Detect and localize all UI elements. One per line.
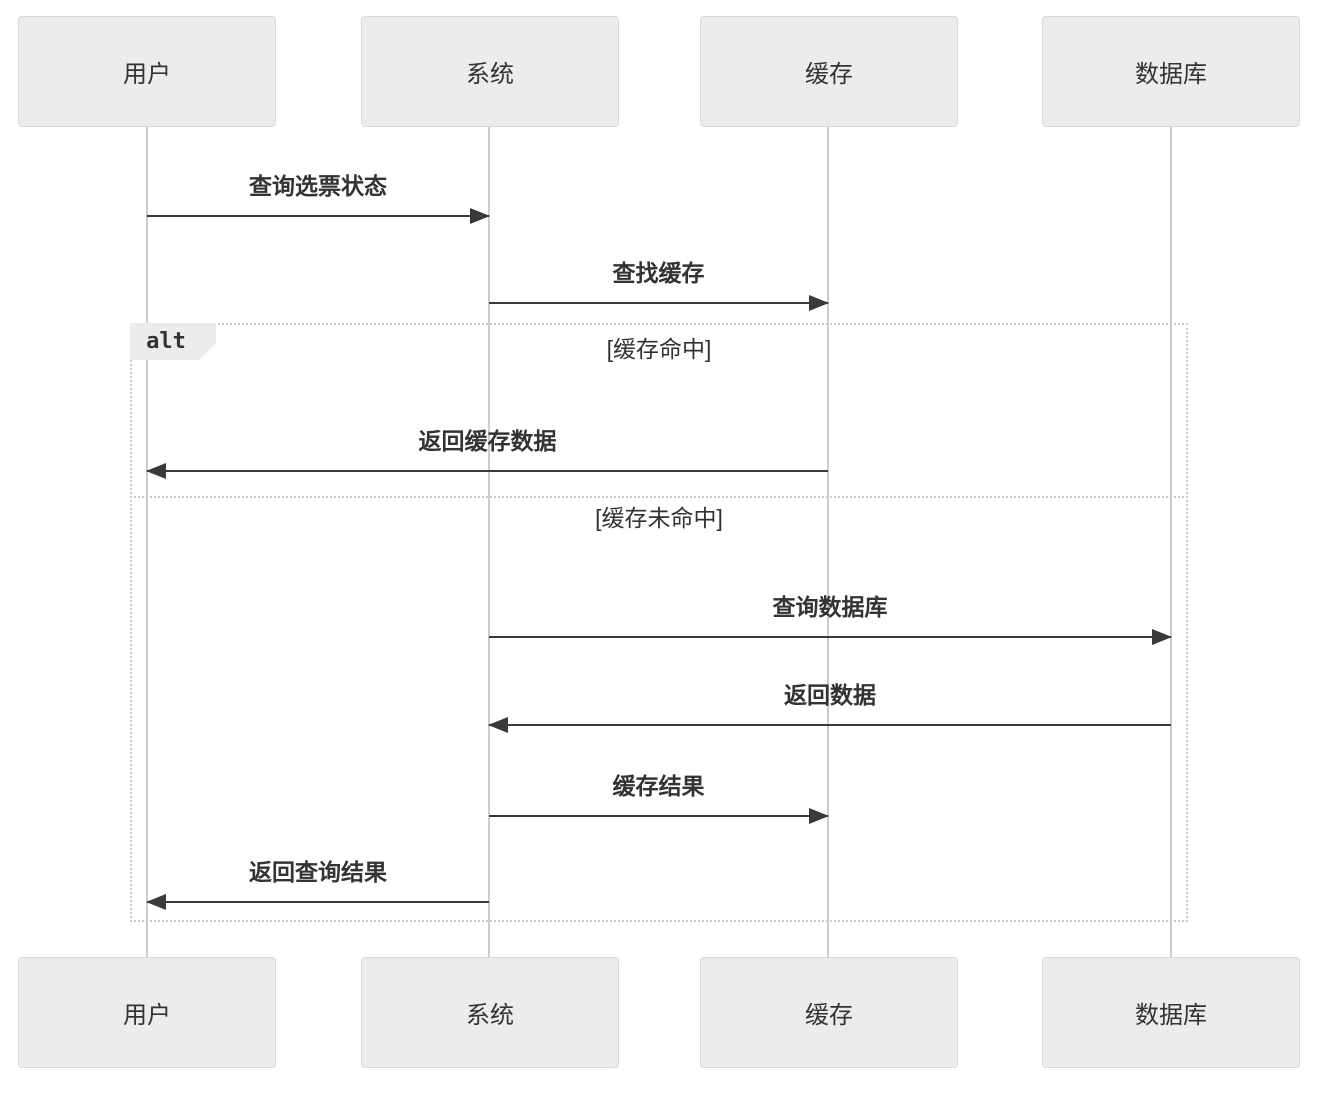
message-line [488, 717, 1171, 733]
arrowhead-right-icon [470, 208, 490, 224]
arrowhead-right-icon [809, 295, 829, 311]
actor-bottom-cache: 缓存 [700, 957, 958, 1068]
message-line [489, 629, 1172, 645]
message-label: 返回查询结果 [249, 859, 387, 885]
message-return-data: 返回数据 [488, 680, 1171, 733]
arrowhead-right-icon [1152, 629, 1172, 645]
actor-top-database: 数据库 [1042, 16, 1300, 127]
guard-cache-miss: [缓存未命中] [130, 503, 1188, 533]
alt-frame [130, 323, 1188, 922]
message-lookup-cache: 查找缓存 [489, 258, 829, 311]
guard-text: [缓存命中] [606, 336, 712, 362]
arrowhead-right-icon [809, 808, 829, 824]
guard-text: [缓存未命中] [595, 505, 723, 531]
actor-label: 缓存 [805, 1002, 853, 1029]
arrowhead-left-icon [146, 894, 166, 910]
message-return-cached-data: 返回缓存数据 [146, 426, 828, 479]
actor-label: 系统 [466, 61, 514, 88]
alt-operator-label: alt [130, 323, 216, 360]
arrowhead-left-icon [146, 463, 166, 479]
message-query-vote-status: 查询选票状态 [147, 171, 490, 224]
message-label: 查询数据库 [772, 594, 888, 620]
message-query-database: 查询数据库 [489, 592, 1172, 645]
actor-top-cache: 缓存 [700, 16, 958, 127]
message-label: 返回数据 [784, 682, 876, 708]
actor-bottom-database: 数据库 [1042, 957, 1300, 1068]
message-cache-result: 缓存结果 [489, 771, 829, 824]
message-line [146, 894, 489, 910]
message-label: 查询选票状态 [249, 173, 387, 199]
actor-label: 用户 [123, 1002, 171, 1029]
actor-label: 系统 [466, 1002, 514, 1029]
message-label: 查找缓存 [612, 260, 705, 286]
message-line [147, 208, 490, 224]
actor-bottom-user: 用户 [18, 957, 276, 1068]
message-label: 返回缓存数据 [418, 428, 557, 454]
actor-label: 数据库 [1135, 1002, 1207, 1029]
message-line [489, 808, 829, 824]
message-return-query-result: 返回查询结果 [146, 857, 489, 910]
actor-bottom-system: 系统 [361, 957, 619, 1068]
lifeline-user [146, 127, 148, 957]
arrowhead-left-icon [488, 717, 508, 733]
message-label: 缓存结果 [612, 773, 705, 799]
actor-top-user: 用户 [18, 16, 276, 127]
alt-operator-text: alt [146, 329, 186, 354]
alt-divider [130, 496, 1188, 498]
message-line [489, 295, 829, 311]
message-line [146, 463, 828, 479]
actor-label: 用户 [123, 61, 171, 88]
actor-top-system: 系统 [361, 16, 619, 127]
lifeline-cache [827, 127, 829, 957]
lifeline-database [1170, 127, 1172, 957]
actor-label: 缓存 [805, 61, 853, 88]
guard-cache-hit: [缓存命中] [130, 334, 1188, 364]
actor-label: 数据库 [1135, 61, 1207, 88]
lifeline-system [488, 127, 490, 957]
